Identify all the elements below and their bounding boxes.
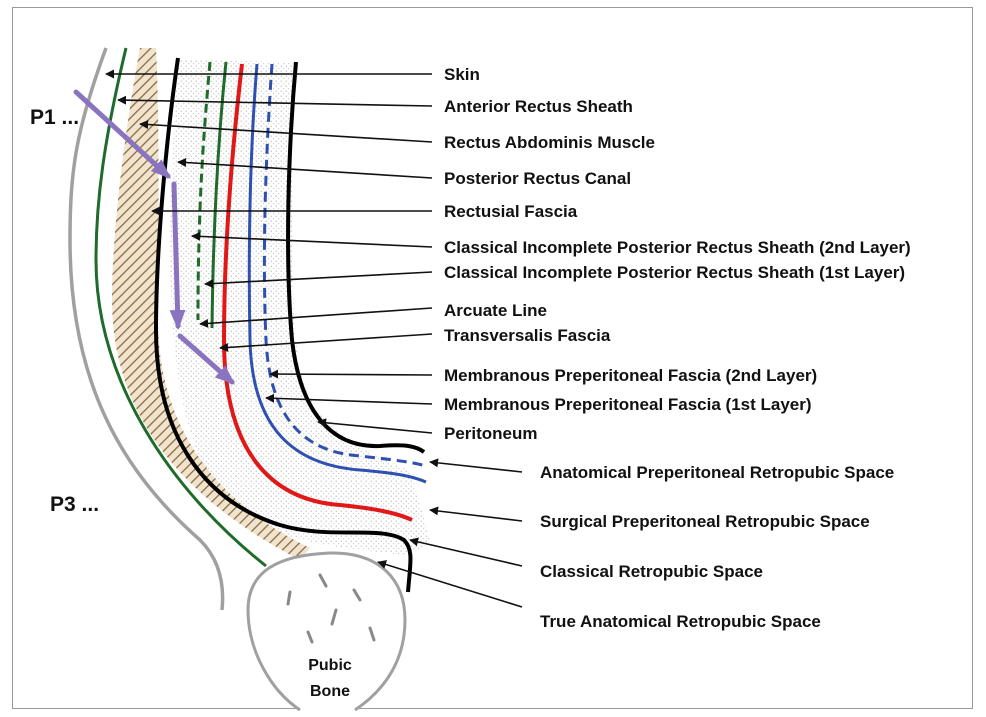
- label-membranous-fascia-1st: Membranous Preperitoneal Fascia (1st Lay…: [444, 395, 812, 414]
- posterior-rectus-sheath-1st-line: [210, 61, 228, 329]
- stippled-space: [170, 60, 430, 556]
- label-skin: Skin: [444, 65, 480, 84]
- label-peritoneum: Peritoneum: [444, 424, 538, 443]
- posterior-rectus-sheath-2nd-line: [196, 61, 212, 321]
- leader-lines: [105, 69, 523, 608]
- label-arcuate-line: Arcuate Line: [444, 301, 547, 320]
- label-posterior-rectus-canal: Posterior Rectus Canal: [444, 169, 631, 188]
- label-posterior-sheath-1st: Classical Incomplete Posterior Rectus Sh…: [444, 263, 905, 282]
- membranous-fascia-1st-line: [262, 63, 427, 468]
- label-transversalis-fascia: Transversalis Fascia: [444, 326, 611, 345]
- label-membranous-fascia-2nd: Membranous Preperitoneal Fascia (2nd Lay…: [444, 366, 817, 385]
- rectus-abdominis-muscle-band: [112, 48, 310, 560]
- transversalis-fascia-line: [221, 63, 413, 522]
- label-rectus-abdominis-muscle: Rectus Abdominis Muscle: [444, 133, 655, 152]
- label-true-anatomical-space: True Anatomical Retropubic Space: [540, 612, 821, 631]
- pubic-bone-label-2: Bone: [310, 683, 350, 700]
- rectusial-fascia-line: [153, 57, 413, 593]
- surgical-path: [73, 89, 235, 385]
- p3-marker: P3 ...: [50, 493, 99, 516]
- label-rectusial-fascia: Rectusial Fascia: [444, 202, 578, 221]
- membranous-fascia-2nd-line: [247, 63, 427, 484]
- peritoneum-line: [286, 61, 426, 454]
- label-anatomical-preperitoneal-space: Anatomical Preperitoneal Retropubic Spac…: [540, 463, 894, 482]
- bone-marks: [286, 573, 376, 644]
- label-classical-retropubic-space: Classical Retropubic Space: [540, 562, 763, 581]
- diagram-frame: [12, 7, 973, 709]
- label-surgical-preperitoneal-space: Surgical Preperitoneal Retropubic Space: [540, 512, 870, 531]
- p1-marker: P1 ...: [30, 106, 79, 129]
- label-anterior-rectus-sheath: Anterior Rectus Sheath: [444, 97, 633, 116]
- label-posterior-sheath-2nd: Classical Incomplete Posterior Rectus Sh…: [444, 238, 911, 257]
- skin-line: [68, 47, 225, 611]
- anterior-rectus-sheath-line: [94, 47, 267, 568]
- pubic-bone-outline: [246, 551, 407, 712]
- pubic-bone-label: Pubic: [308, 657, 352, 674]
